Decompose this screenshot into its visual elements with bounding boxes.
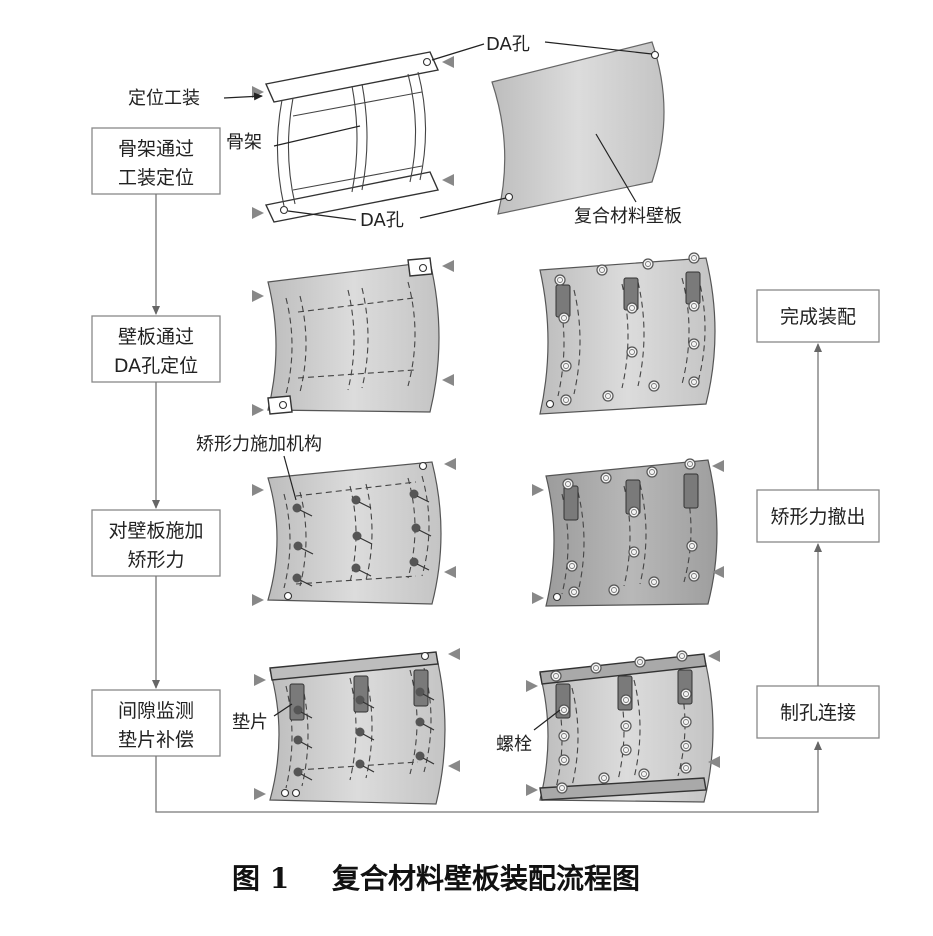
leader-da-hole-bottom-left	[287, 210, 357, 221]
step-box-complete: 完成装配	[756, 289, 880, 343]
bolted-force-panel-drawing	[532, 458, 724, 607]
label-da-hole-top: DA孔	[486, 34, 530, 55]
step-text: 工装定位	[118, 167, 194, 189]
leader-fixture	[223, 92, 263, 101]
leader-da-hole-top-left	[431, 43, 485, 61]
composite-panel-drawing	[491, 41, 665, 215]
label-bolt: 螺栓	[496, 734, 532, 755]
panel-on-skeleton-drawing	[252, 257, 454, 416]
leader-shim	[273, 703, 293, 717]
step-box-skeleton-positioning: 骨架通过 工装定位	[91, 127, 221, 195]
step-box-gap-monitoring: 间隙监测 垫片补偿	[91, 689, 221, 757]
step-text: 完成装配	[780, 306, 856, 328]
step-box-remove-force: 矫形力撤出	[756, 489, 880, 543]
step-text: 壁板通过	[118, 326, 194, 348]
leader-force-mechanism	[283, 455, 297, 501]
leader-skeleton	[273, 125, 361, 147]
step-box-panel-da-positioning: 壁板通过 DA孔定位	[91, 315, 221, 383]
figure-title: 复合材料壁板装配流程图	[332, 862, 640, 895]
leader-bolt	[533, 709, 561, 731]
label-skeleton: 骨架	[226, 132, 262, 153]
finished-panel-drawing	[539, 252, 716, 415]
label-force-mechanism: 矫形力施加机构	[196, 434, 322, 455]
label-fixture: 定位工装	[128, 88, 200, 109]
step-text: 制孔连接	[780, 702, 856, 724]
bolted-panel-drawing	[526, 650, 720, 803]
step-text: 间隙监测	[118, 700, 194, 722]
step-text: 垫片补偿	[118, 729, 194, 751]
leader-panel	[595, 133, 637, 203]
figure-number: 图 1	[232, 862, 289, 895]
step-text: 矫形力撤出	[770, 506, 865, 528]
force-applied-panel-drawing	[252, 458, 456, 606]
step-box-apply-correction-force: 对壁板施加 矫形力	[91, 509, 221, 577]
label-shim: 垫片	[232, 712, 268, 733]
step-text: 矫形力	[127, 549, 184, 571]
label-panel: 复合材料壁板	[574, 206, 682, 227]
step-box-drill-connect: 制孔连接	[756, 685, 880, 739]
label-da-hole-bottom: DA孔	[360, 210, 404, 231]
fixture-skeleton-drawing	[252, 51, 454, 223]
shim-panel-drawing	[254, 648, 460, 805]
flow-connector	[155, 741, 822, 813]
step-text: 对壁板施加	[108, 520, 203, 542]
step-text: DA孔定位	[114, 355, 198, 377]
leader-da-hole-top-right	[544, 41, 653, 55]
step-text: 骨架通过	[118, 138, 194, 160]
leader-da-hole-bottom-right	[419, 197, 507, 219]
